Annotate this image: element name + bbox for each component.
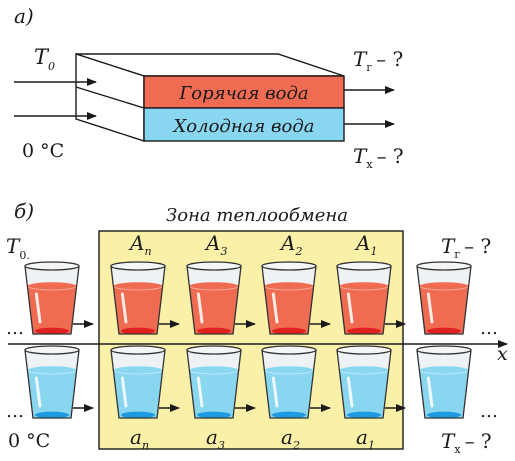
cold-glass-label-3: a1 (356, 425, 375, 452)
cold-glass-labels: an a3 a2 a1 (130, 425, 375, 452)
cold-glass-1 (110, 345, 180, 419)
hot-glass-5 (416, 261, 472, 335)
hot-glass-0 (24, 261, 94, 335)
part-a: а) T0 Горячая вода Холодная вода 0 °C Tг… (14, 4, 404, 171)
hot-glass-1 (110, 261, 180, 335)
hot-glass-label-0: An (128, 231, 152, 258)
hot-glass-2 (186, 261, 256, 335)
cold-glass-0 (24, 345, 94, 419)
hot-glass-label-2: A2 (279, 231, 302, 258)
ellipsis-right-cold: … (480, 401, 498, 422)
cold-inlet-temp: 0 °C (22, 140, 64, 162)
cold-inlet-temp-b: 0 °C (8, 430, 50, 452)
inlet-temp-label: T0 (34, 45, 55, 73)
cold-water-label: Холодная вода (171, 116, 314, 137)
cold-glass-4 (336, 345, 406, 419)
hot-water-label: Горячая вода (178, 83, 308, 104)
cold-glass-2 (186, 345, 256, 419)
cold-outlet-temp: Tх– ? (353, 144, 404, 171)
zone-title: Зона теплообмена (166, 205, 348, 226)
cold-glass-5 (416, 345, 472, 419)
cold-water-channel (143, 107, 345, 142)
part-b-label: б) (14, 199, 34, 223)
hot-glass-labels: An A3 A2 A1 (128, 231, 377, 258)
cold-glass-label-1: a3 (206, 425, 225, 452)
ellipsis-left-cold: … (6, 401, 24, 422)
hot-glass-3 (261, 261, 331, 335)
hot-glass-4 (336, 261, 406, 335)
block-divider-line (75, 86, 145, 109)
hot-outlet-temp-b: Tг– ? (441, 234, 491, 261)
hot-glass-label-3: A1 (354, 231, 377, 258)
hot-outlet-temp: Tг– ? (353, 47, 403, 74)
inlet-temp-label-b: T0. (6, 234, 30, 262)
cold-outlet-temp-b: Tх– ? (441, 429, 492, 456)
glasses (24, 261, 472, 419)
ellipsis-right-hot: … (480, 318, 498, 339)
x-axis-label: x (497, 343, 508, 365)
cold-glass-3 (261, 345, 331, 419)
cold-glass-label-2: a2 (281, 425, 300, 452)
part-b: б) Зона теплообмена x T0. Tг– ? 0 °C Tх–… (6, 199, 508, 456)
ellipsis-left-hot: … (6, 318, 24, 339)
hot-water-channel (143, 75, 345, 109)
part-a-label: а) (14, 4, 34, 28)
cold-glass-label-0: an (130, 425, 149, 452)
hot-glass-label-1: A3 (204, 231, 227, 258)
